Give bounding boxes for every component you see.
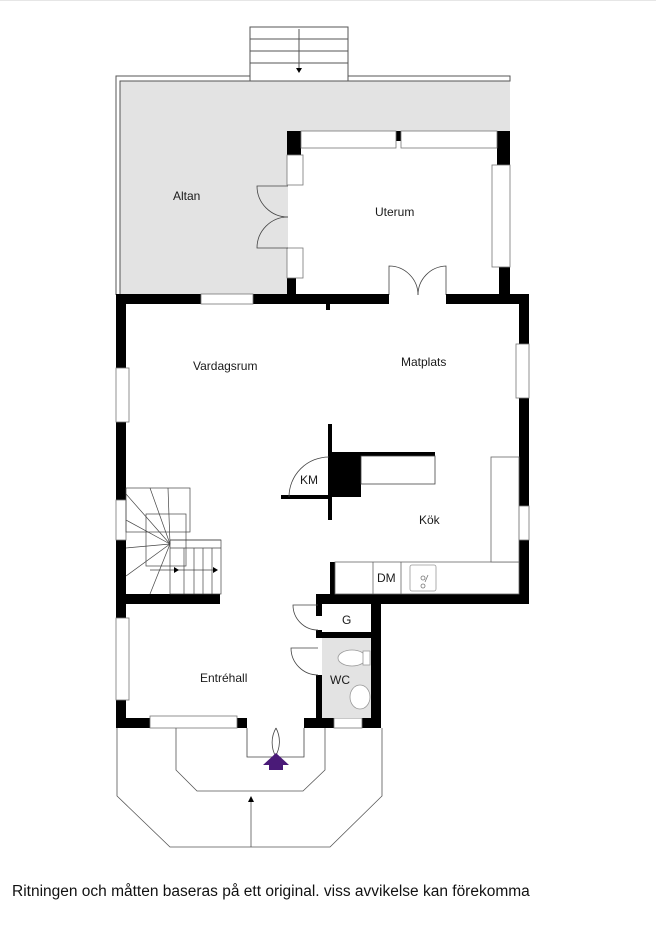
chimney [281, 424, 436, 520]
room-label-dm: DM [377, 571, 396, 585]
stairs-arrow-icon [296, 68, 302, 73]
room-label-kok: Kök [419, 513, 441, 527]
toilet-icon [337, 649, 371, 710]
room-label-vardagsrum: Vardagsrum [193, 359, 257, 373]
wc-divider [316, 632, 376, 638]
uterum-walls [287, 131, 510, 295]
entrance-arrow-icon [263, 753, 289, 770]
altan-area [120, 81, 510, 295]
uterum-doors [256, 185, 447, 296]
disclaimer-caption: Ritningen och måtten baseras på ett orig… [12, 883, 530, 900]
room-label-g: G [342, 613, 351, 627]
top-border [0, 0, 656, 1]
kitchen-counter [334, 456, 520, 595]
stair-arrow-icon [174, 567, 179, 573]
stair-arrow-icon-2 [213, 567, 218, 573]
room-label-matplats: Matplats [401, 355, 446, 369]
altan-outline [115, 75, 511, 295]
entrance-doors [246, 727, 305, 758]
room-label-altan: Altan [173, 189, 200, 203]
main-walls [116, 294, 529, 728]
uterum-windows [286, 130, 511, 279]
closet-doors [290, 604, 319, 676]
front-porch [116, 728, 383, 848]
indoor-stairs [125, 487, 222, 595]
room-label-entrehall: Entréhall [200, 671, 247, 685]
porch-arrow-icon [248, 796, 254, 802]
room-label-km: KM [300, 473, 318, 487]
room-label-uterum: Uterum [375, 205, 414, 219]
room-label-wc: WC [330, 673, 350, 687]
sink-icon [420, 574, 429, 589]
